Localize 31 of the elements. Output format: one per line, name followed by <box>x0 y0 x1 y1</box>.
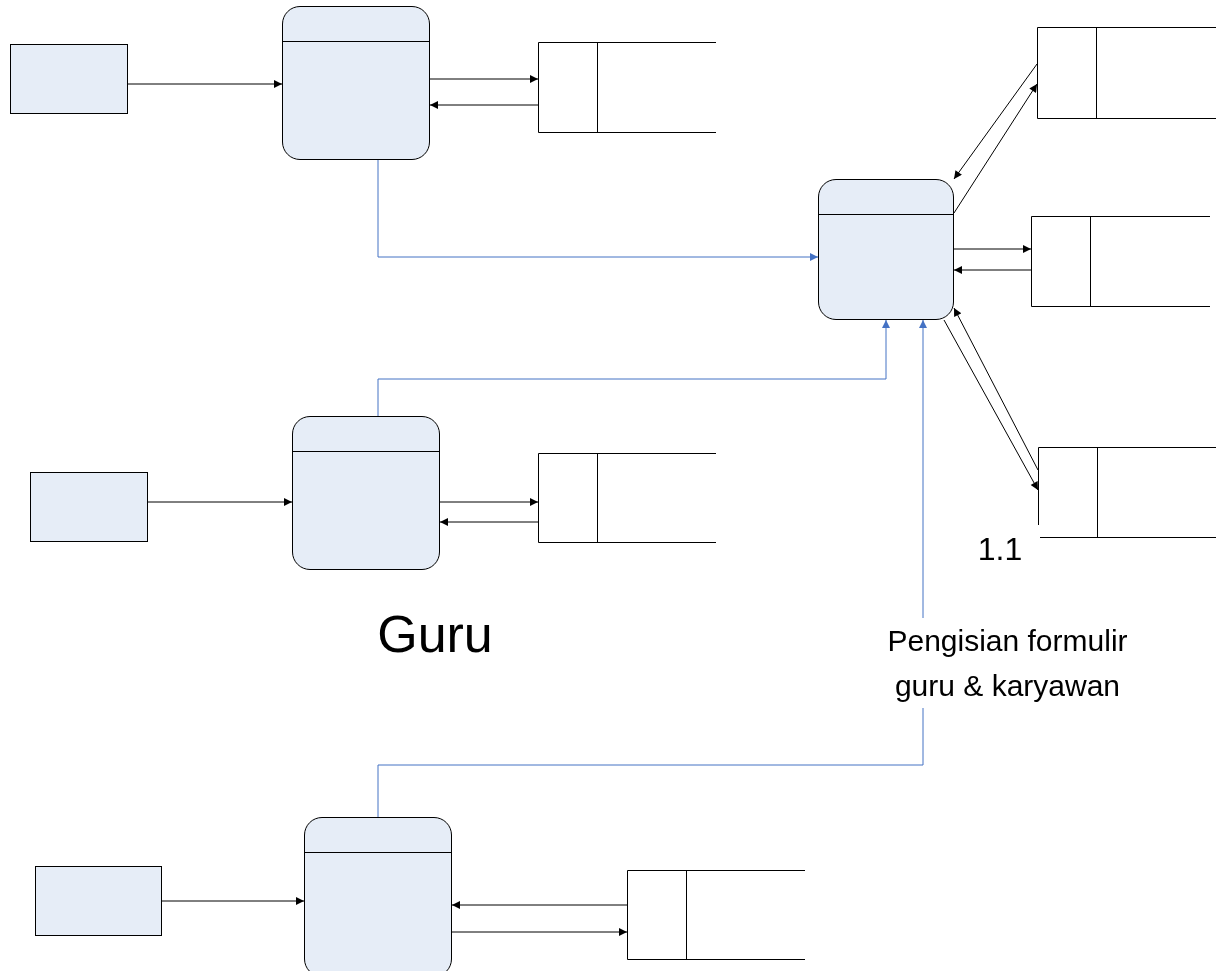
arrow <box>147 498 293 506</box>
data-store <box>1031 216 1210 307</box>
data-store <box>627 870 805 960</box>
arrow <box>451 928 628 936</box>
data-store <box>538 453 716 543</box>
process-box <box>282 6 430 160</box>
entity-box <box>35 866 162 936</box>
entity-box <box>30 472 148 542</box>
arrow <box>439 498 539 506</box>
arrow <box>429 101 539 109</box>
entity-box <box>10 44 128 114</box>
data-store <box>1038 447 1216 538</box>
process-box <box>304 817 452 971</box>
arrow <box>377 159 819 261</box>
arrow <box>943 319 1039 491</box>
arrow <box>439 518 539 526</box>
process-box <box>292 416 440 570</box>
data-store <box>538 42 716 133</box>
arrow <box>377 319 927 818</box>
arrow <box>953 245 1032 253</box>
arrow <box>451 901 628 909</box>
arrow <box>127 80 283 88</box>
arrow <box>377 319 890 417</box>
process-box <box>818 179 954 320</box>
arrow <box>429 75 539 83</box>
arrow <box>953 63 1038 180</box>
arrow <box>953 266 1032 274</box>
data-store <box>1037 27 1216 119</box>
arrow <box>953 83 1038 214</box>
arrow <box>953 307 1039 471</box>
arrow <box>161 897 305 905</box>
